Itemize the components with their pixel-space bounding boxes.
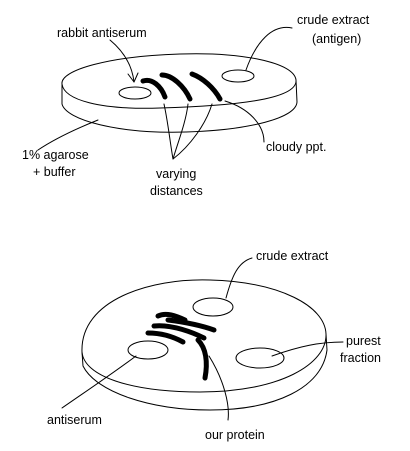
label-fraction: fraction — [340, 351, 381, 365]
top-precipitin-lines — [140, 71, 223, 102]
label-purest: purest — [346, 334, 381, 348]
agarose-leader — [37, 119, 99, 151]
antiserum-leader — [61, 355, 137, 409]
label-cloudy-ppt: cloudy ppt. — [266, 140, 326, 154]
varying-distance-leader — [172, 103, 213, 160]
label-crude-extract: crude extract — [256, 249, 329, 263]
label-rabbit-antiserum: rabbit antiserum — [57, 26, 147, 40]
precipitin-line — [140, 77, 168, 100]
our-protein-leader — [208, 355, 229, 421]
label-crude-extract: crude extract — [297, 13, 370, 27]
cloudy-ppt-leader — [224, 100, 265, 143]
precipitin-line — [195, 337, 209, 381]
label-buffer: + buffer — [33, 165, 76, 179]
bottom-crude-extract-well — [192, 297, 234, 317]
bottom-antiserum-well — [127, 340, 169, 360]
purest-fraction-leader — [271, 341, 344, 357]
precipitin-line — [145, 330, 186, 345]
antiserum-arrowhead — [127, 72, 139, 83]
crude-extract-leader — [245, 26, 293, 71]
precipitin-line — [159, 72, 193, 102]
precipitin-line — [151, 323, 207, 341]
label-antiserum: antiserum — [47, 413, 102, 427]
top-plate-side — [61, 79, 298, 133]
varying-distance-leader — [172, 103, 189, 160]
varying-distance-leader — [163, 103, 174, 160]
bottom-purest-fraction-well — [235, 347, 285, 369]
label-antigen: (antigen) — [312, 32, 361, 46]
precipitin-line — [165, 317, 217, 333]
top-antiserum-well — [118, 86, 152, 100]
label-agarose: 1% agarose — [22, 148, 89, 162]
label-our-protein: our protein — [205, 428, 265, 442]
top-agarose-plate — [61, 53, 298, 133]
bottom-agarose-plate — [81, 279, 328, 411]
precipitin-line — [189, 71, 223, 102]
top-crude-extract-well — [221, 69, 255, 83]
crude-extract-leader — [225, 257, 253, 299]
bottom-plate-side — [81, 333, 328, 411]
antiserum-arrow — [109, 39, 135, 83]
label-varying: varying — [156, 167, 196, 181]
label-distances: distances — [150, 184, 203, 198]
bottom-precipitin-lines — [145, 311, 217, 381]
precipitin-line — [155, 311, 188, 323]
